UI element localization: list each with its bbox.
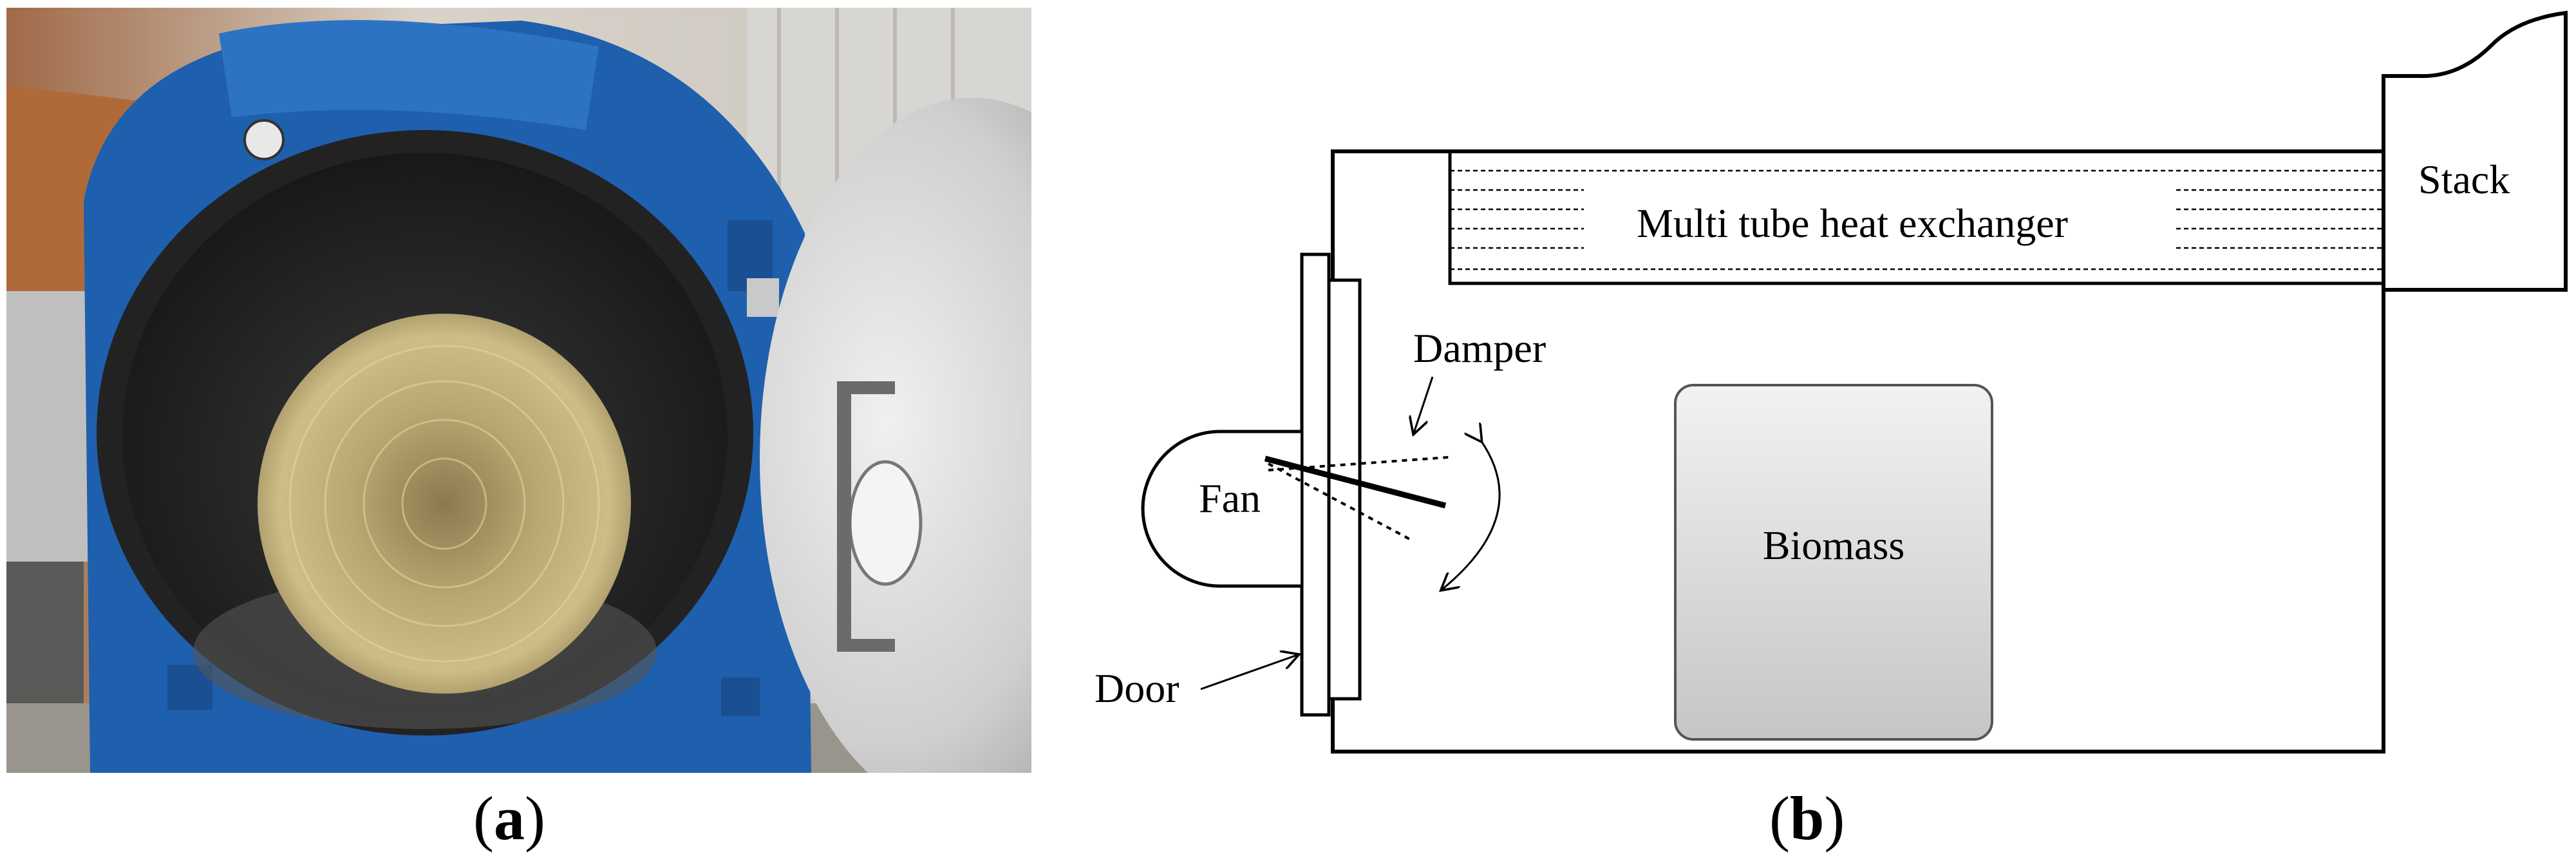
damper-closed-position xyxy=(1268,462,1414,542)
caption-a: (a) xyxy=(473,783,545,854)
damper-plate xyxy=(1264,455,1447,509)
damper-label: Damper xyxy=(1413,325,1546,371)
stack-label: Stack xyxy=(2418,157,2510,202)
door-pointer xyxy=(1200,655,1297,690)
caption-b-close: ) xyxy=(1824,784,1845,853)
heat-exchanger-label: Multi tube heat exchanger xyxy=(1637,200,2068,246)
door-inner-panel xyxy=(1327,278,1362,701)
heat-exchanger-tubes xyxy=(1450,169,2383,270)
stack-outline xyxy=(2382,10,2568,292)
caption-b: (b) xyxy=(1769,783,1845,854)
caption-a-letter: a xyxy=(493,784,525,853)
caption-a-open: ( xyxy=(473,784,494,853)
biomass-label: Biomass xyxy=(1763,522,1904,568)
biomass-block xyxy=(1674,384,1993,741)
damper-pointer xyxy=(1414,376,1434,433)
caption-b-letter: b xyxy=(1789,784,1825,853)
damper-rotation-arrow xyxy=(1442,441,1501,589)
boiler-photo xyxy=(6,8,1031,773)
caption-b-open: ( xyxy=(1769,784,1790,853)
boiler-schematic: Multi tube heat exchanger Stack Fan Damp… xyxy=(1056,0,2576,773)
fan-outline xyxy=(1141,430,1301,588)
fan-label: Fan xyxy=(1199,475,1261,521)
door-label: Door xyxy=(1095,665,1180,711)
caption-a-close: ) xyxy=(524,784,545,853)
